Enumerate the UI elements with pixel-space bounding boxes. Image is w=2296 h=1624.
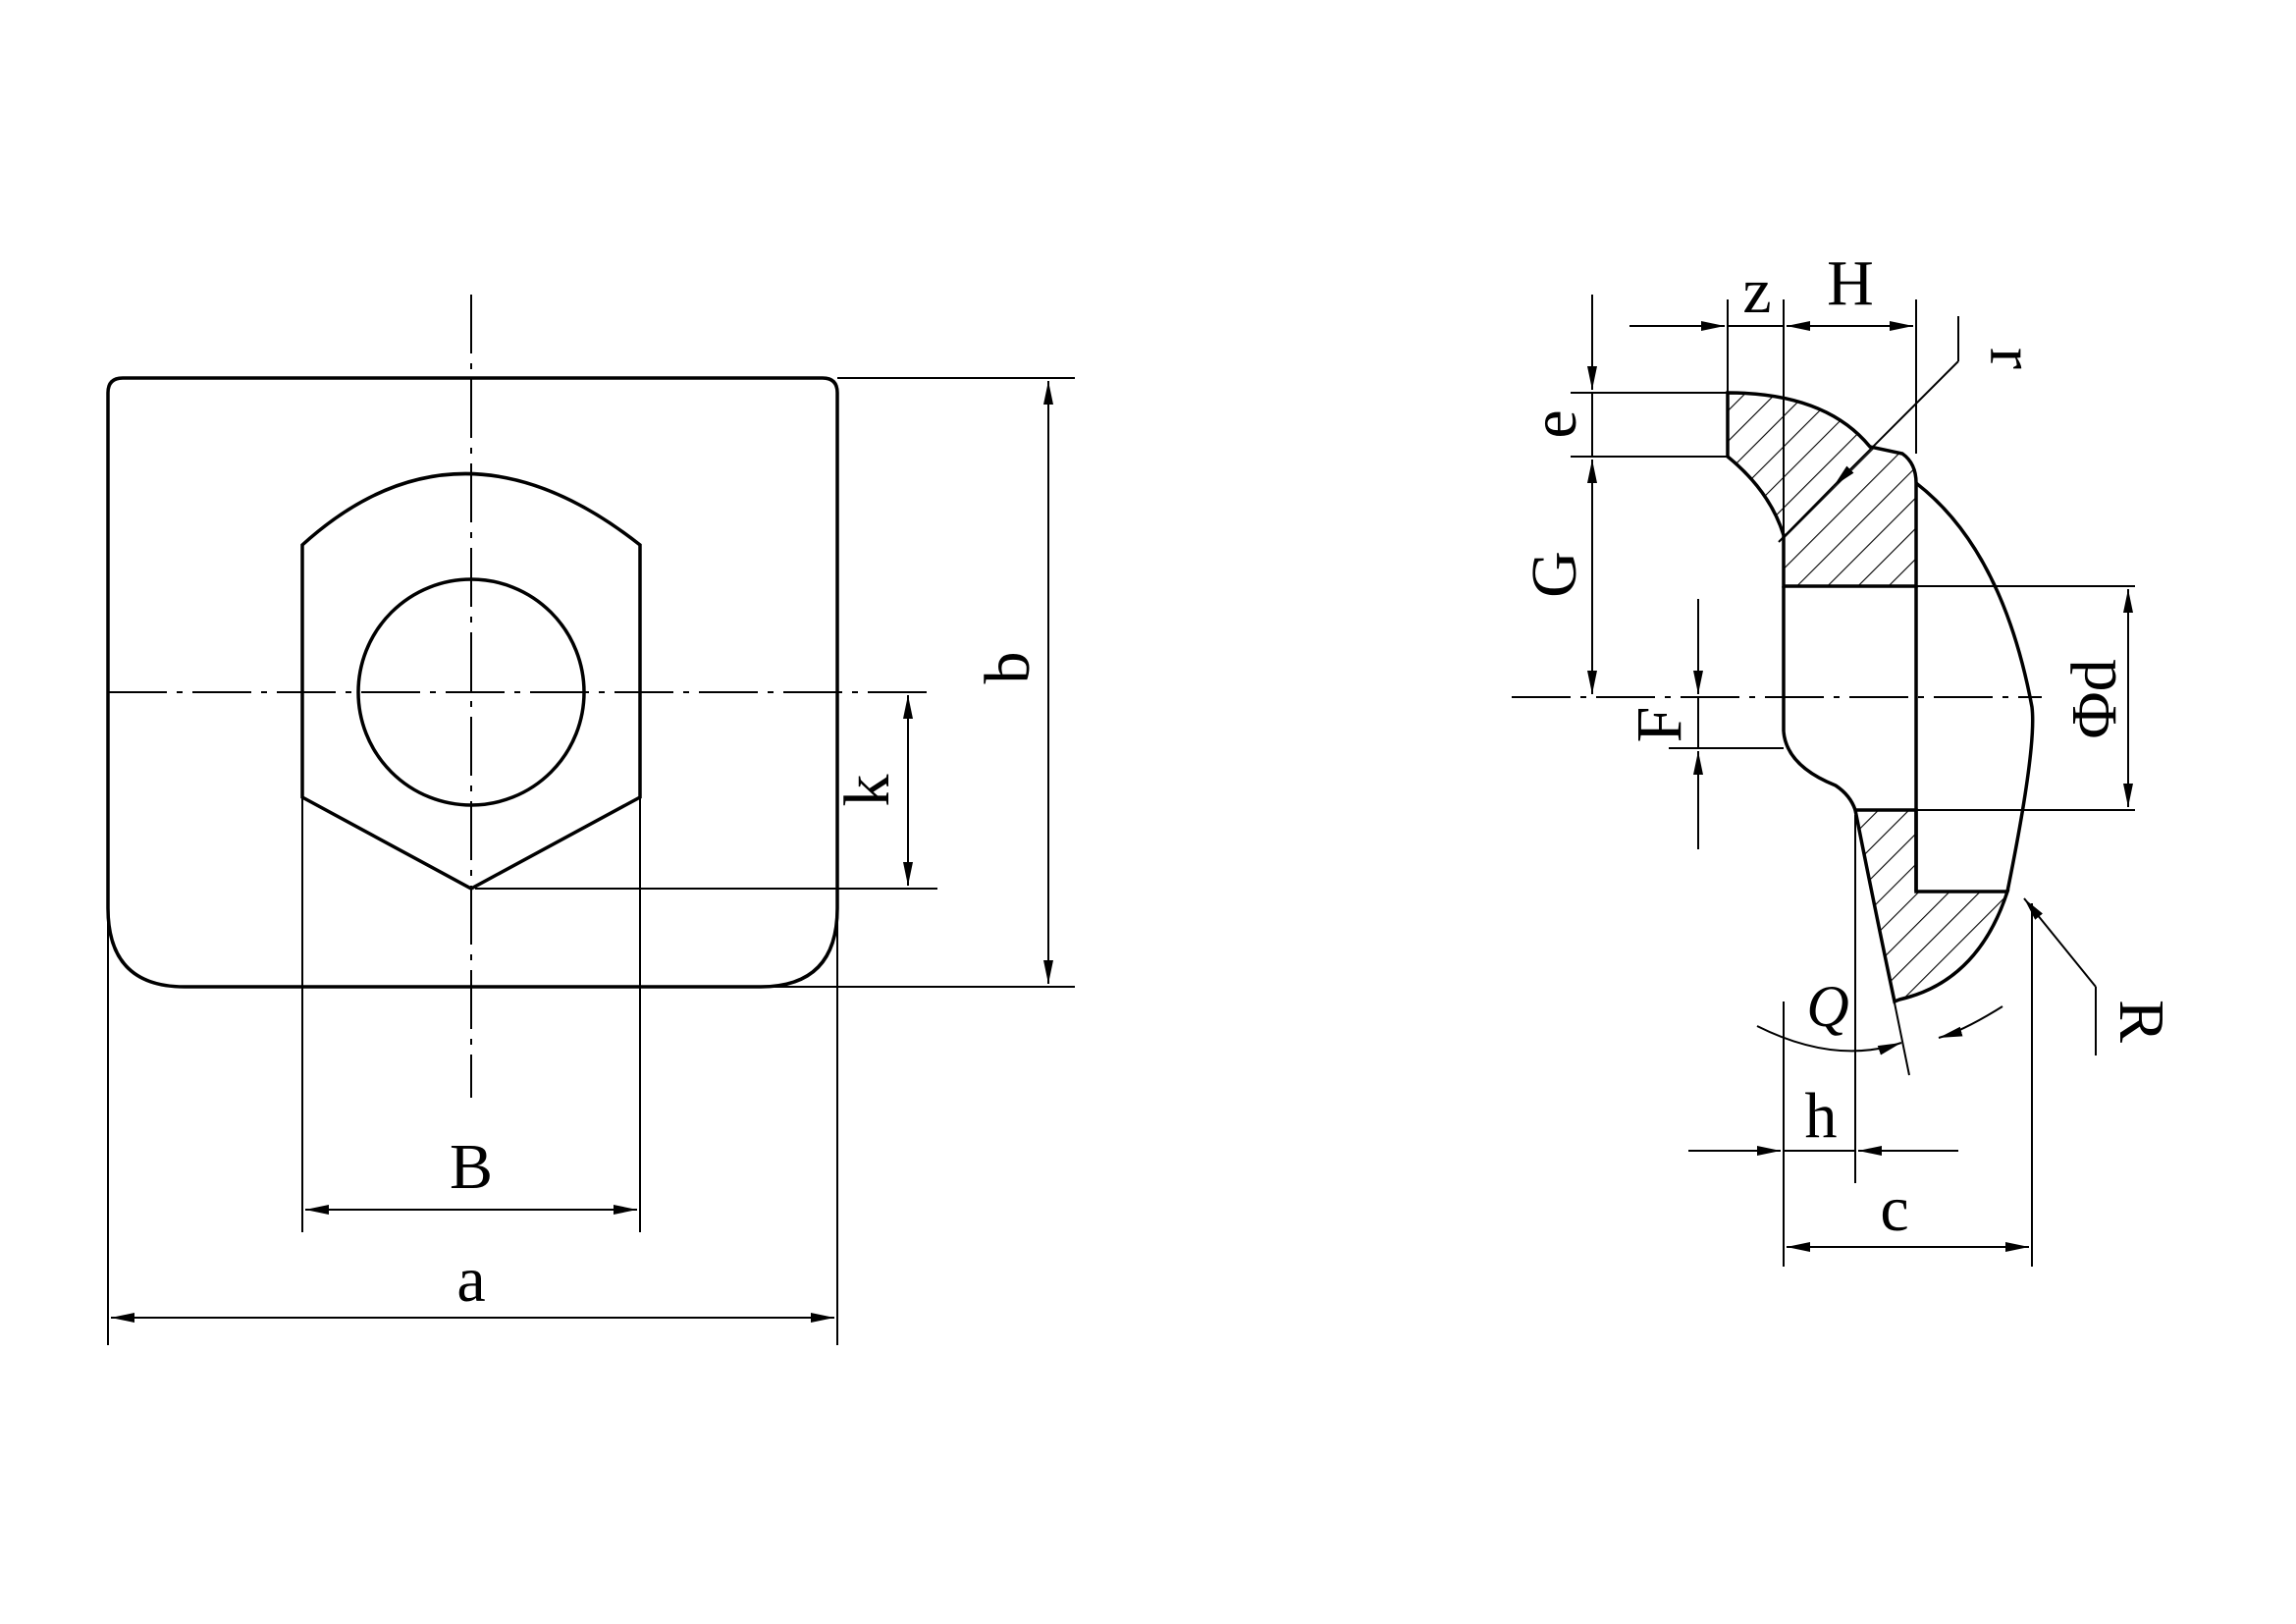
dimension-label-k: k (831, 775, 903, 807)
dimension-h: h (1688, 815, 1958, 1267)
dimension-phi-d: Φd (2058, 589, 2133, 807)
dimension-Q: Q (1756, 809, 2003, 1076)
dimension-c: c (1787, 903, 2033, 1267)
front-view (106, 295, 933, 1098)
dimension-label-Q: Q (1806, 974, 1848, 1039)
dimension-B: B (301, 797, 641, 1232)
dimension-label-z: z (1742, 255, 1771, 327)
dimension-label-phi-d: Φd (2058, 659, 2130, 738)
dimension-z-H: z H (1629, 247, 1917, 535)
spherical-surface-R (1914, 481, 2035, 893)
dimension-label-e: e (1519, 409, 1590, 438)
dimension-label-G: G (1519, 551, 1590, 598)
dimension-R: R (2023, 897, 2177, 1056)
dimension-a: a (107, 908, 838, 1345)
dimension-b: b (761, 377, 1075, 988)
nut-body-outline (106, 376, 839, 989)
dimension-label-h: h (1805, 1080, 1838, 1152)
dimension-label-B: B (450, 1131, 493, 1203)
hex-recess-outline (300, 471, 642, 891)
dimension-label-F: F (1624, 707, 1695, 743)
lower-section-hatch (1852, 808, 2010, 1004)
dimension-F: F (1624, 599, 1703, 849)
upper-section-hatch (1726, 391, 1918, 588)
dimension-G: G (1519, 460, 1597, 694)
dimension-e: e (1519, 295, 1728, 458)
bore-lower-fillet (1782, 731, 1857, 811)
dimension-label-b: b (972, 652, 1043, 684)
dimension-label-H: H (1827, 247, 1874, 319)
dimension-label-a: a (456, 1244, 485, 1316)
dimension-r: r (1778, 316, 2048, 543)
dimension-label-r: r (1976, 348, 2048, 369)
dimension-k: k (475, 695, 937, 890)
dimension-label-c: c (1880, 1173, 1908, 1245)
side-section-view (1512, 391, 2135, 1004)
dimension-label-R: R (2106, 1000, 2177, 1043)
